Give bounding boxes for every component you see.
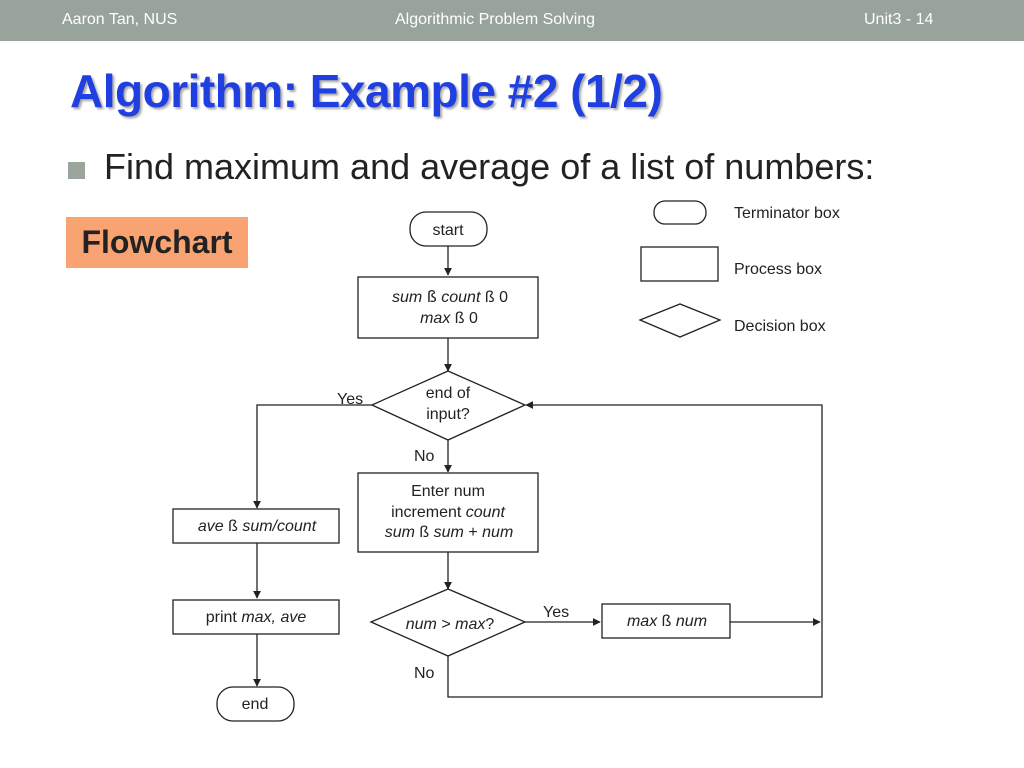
edge-eoi-yes [253, 404, 372, 509]
node-enter-line1: Enter num [411, 483, 485, 500]
node-compare-label: num > max? [406, 616, 495, 633]
label-eoi-yes: Yes [337, 391, 363, 408]
node-init-line1: sum ß count ß 0 [392, 287, 508, 306]
legend-process-shape [640, 246, 719, 282]
node-compare-decision [369, 588, 527, 657]
header-course: Algorithmic Problem Solving [395, 11, 596, 28]
node-enter-line3: sum ß sum + num [385, 524, 514, 541]
label-eoi-no: No [414, 448, 435, 465]
header-author: Aaron Tan, NUS [62, 11, 178, 28]
node-ave-label: ave ß sum/count [198, 518, 317, 535]
node-end-of-input-decision [370, 370, 527, 441]
legend-decision-label: Decision box [734, 318, 826, 335]
legend-terminator-label: Terminator box [734, 205, 840, 222]
legend-terminator-shape [653, 200, 707, 225]
node-assign-max [601, 603, 731, 639]
node-enter-num [357, 472, 539, 553]
label-cmp-yes: Yes [543, 604, 569, 621]
node-init [357, 276, 539, 339]
header-bar: Aaron Tan, NUS Algorithmic Problem Solvi… [0, 0, 1024, 41]
flowchart-label: Flowchart [66, 217, 248, 268]
node-start-label: start [432, 222, 464, 239]
node-init-line2: max ß 0 [420, 310, 478, 327]
node-assign-label: max ß num [627, 613, 707, 630]
bullet-square-icon [68, 162, 85, 179]
legend-process-label: Process box [734, 261, 822, 278]
slide-title: Algorithm: Example #2 (1/2) [70, 65, 663, 117]
flowchart-edges [253, 246, 823, 698]
node-print [172, 599, 340, 635]
label-cmp-no: No [414, 665, 435, 682]
node-print-label: print max, ave [206, 609, 307, 626]
node-eoi-line2: input? [426, 406, 470, 423]
bullet-text: Find maximum and average of a list of nu… [104, 146, 875, 187]
node-end [216, 686, 295, 722]
header-slide-number: Unit3 - 14 [864, 11, 934, 28]
edge-loop-back [447, 401, 823, 698]
node-end-label: end [242, 696, 269, 713]
node-ave [172, 508, 340, 544]
node-eoi-line1: end of [426, 385, 471, 402]
legend-decision-shape [638, 303, 722, 338]
node-start [409, 211, 488, 247]
node-enter-line2: increment count [391, 504, 505, 521]
legend: Terminator box Process box Decision box [638, 200, 840, 338]
